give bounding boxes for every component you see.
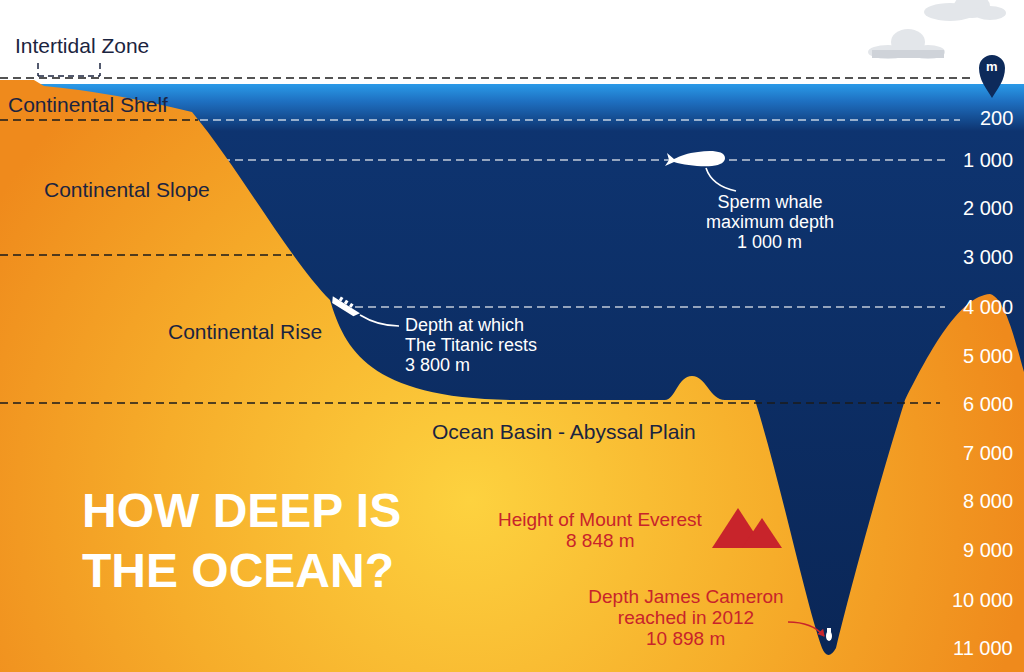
cloud: [924, 0, 1006, 21]
callout-value: 8 848 m: [566, 531, 635, 552]
depth-tick: 8 000: [963, 490, 1013, 512]
depth-tick: 7 000: [963, 442, 1013, 464]
depth-tick: 9 000: [963, 539, 1013, 561]
leader-line: [360, 315, 399, 326]
depth-tick: 2 000: [963, 197, 1013, 219]
depth-tick: 6 000: [963, 393, 1013, 415]
callout-text: Sperm whale maximum depth: [695, 193, 845, 233]
depth-tick: 11 000: [953, 637, 1013, 659]
depth-pin: [979, 55, 1005, 98]
titanic-wreck: [330, 293, 362, 318]
depth-tick: 1 000: [963, 149, 1013, 171]
intertidal-bracket: [38, 63, 100, 76]
callout-text: Depth James Cameron reached in 2012: [581, 587, 791, 629]
sperm-whale: [665, 151, 725, 166]
leader-arrow: [788, 622, 824, 636]
callout-text: Height of Mount Everest: [498, 510, 702, 531]
callout-value: 10 898 m: [646, 629, 725, 650]
zone-label: Intertidal Zone: [15, 34, 149, 57]
depth-tick: 200: [980, 107, 1013, 129]
callout-text: Depth at which The Titanic rests: [405, 316, 550, 356]
unit-marker: m: [986, 60, 998, 74]
mountain-icon: [712, 508, 782, 548]
zone-boundary: [0, 78, 972, 403]
zone-label: Continental Rise: [168, 320, 322, 343]
depth-tick: 10 000: [952, 589, 1013, 611]
sea-floor: [0, 80, 1024, 672]
title: HOW DEEP IS THE OCEAN?: [82, 481, 442, 601]
leader-line: [706, 168, 736, 191]
callout-value: 3 800 m: [405, 356, 470, 376]
depth-tick: 5 000: [963, 345, 1013, 367]
depth-tick: 3 000: [963, 246, 1013, 268]
depth-tick: 4 000: [963, 296, 1013, 318]
zone-label: Ocean Basin - Abyssal Plain: [432, 420, 696, 443]
submersible: [826, 628, 832, 641]
zone-label: Continental Slope: [44, 178, 210, 201]
callout-value: 1 000 m: [737, 233, 802, 253]
depth-guide: [200, 120, 960, 307]
zone-label: Continental Shelf: [8, 93, 168, 116]
cloud: [868, 29, 945, 59]
